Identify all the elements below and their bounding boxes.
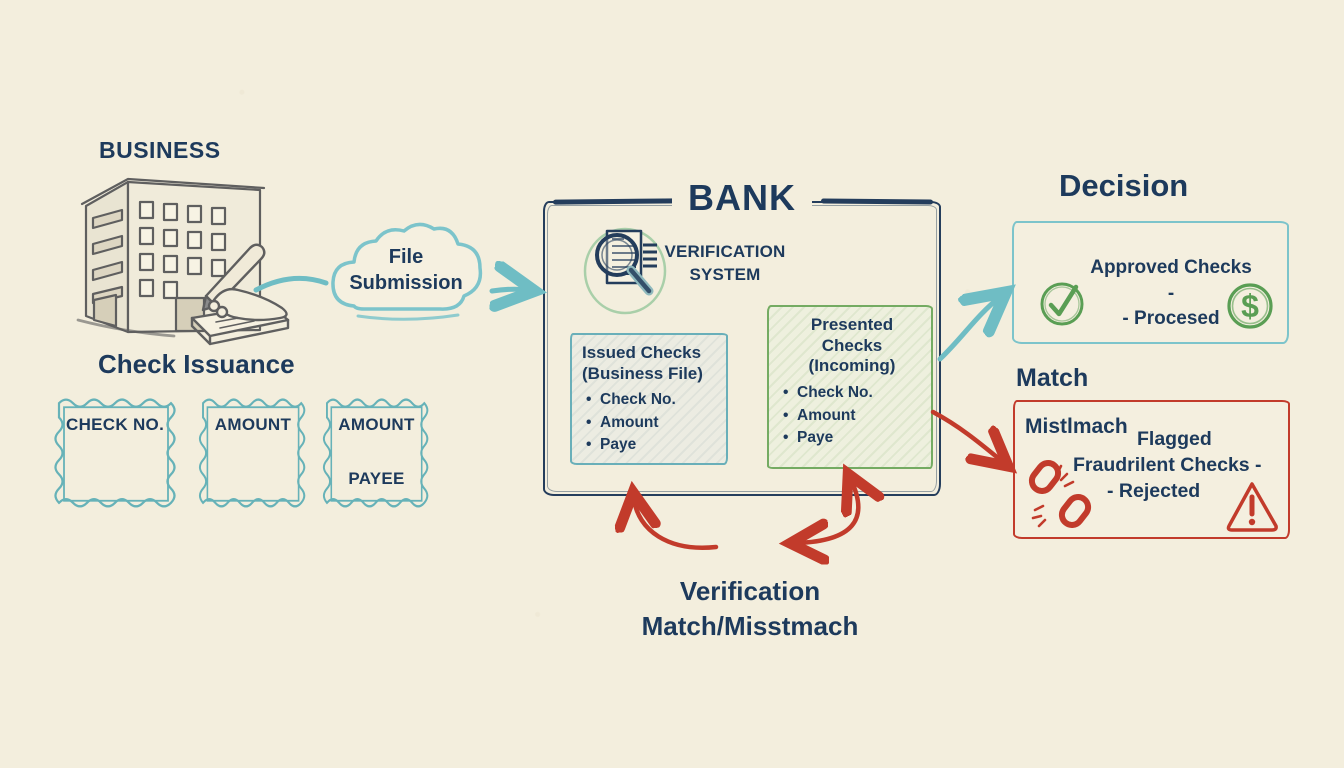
bank-border-brush-left <box>552 198 682 205</box>
verification-match-line1: Verification <box>679 576 821 606</box>
bank-box: BANK VERIFICATION SYSTEM Issued Checks (… <box>543 177 941 496</box>
presented-checks-list: Check No. Amount Paye <box>779 382 925 450</box>
check-field-amount-payee: AMOUNT PAYEE <box>320 393 433 515</box>
approved-line2: - Procesed <box>1122 308 1220 330</box>
presented-title-line1: Presented <box>810 315 894 334</box>
business-building-icon <box>76 177 290 346</box>
check-field-amount: AMOUNT <box>196 393 310 515</box>
wavy-border <box>54 398 176 508</box>
list-item: Paye <box>779 427 925 450</box>
flagged-line3: - Rejected <box>1107 480 1201 502</box>
wavy-border <box>198 398 306 508</box>
presented-title-line3: (Incoming) <box>808 356 896 376</box>
wavy-border <box>322 398 429 508</box>
presented-title-line2: Checks <box>821 335 883 355</box>
cloud-icon <box>331 222 483 321</box>
issued-checks-list: Check No. Amount Paye <box>582 389 720 457</box>
check-field-check-no: CHECK NO. <box>51 393 181 515</box>
dollar-circle-icon: $ <box>1227 283 1273 329</box>
verification-system-label: VERIFICATION SYSTEM <box>657 241 793 287</box>
magnifier-document-icon <box>583 227 667 315</box>
business-label: BUSINESS <box>99 137 221 163</box>
match-label: Match <box>1016 364 1089 392</box>
warning-triangle-icon <box>1226 482 1278 532</box>
check-field-label: AMOUNT <box>214 415 292 434</box>
flagged-line1: Flagged <box>1137 428 1212 450</box>
list-item: Paye <box>582 434 720 457</box>
arrow-cloud-to-bank <box>492 289 527 291</box>
issued-checks-box: Issued Checks (Business File) Check No. … <box>570 333 728 465</box>
issued-title-line1: Issued Checks <box>582 343 702 362</box>
file-submission-cloud: File Submission <box>320 216 492 332</box>
list-item: Amount <box>779 405 925 428</box>
cloud-label-line1: File <box>388 246 424 268</box>
broken-chain-icon <box>1028 460 1092 528</box>
verification-match-line2: Match/Misstmach <box>641 611 859 642</box>
bank-title: BANK <box>672 177 812 219</box>
presented-checks-box: Presented Checks (Incoming) Check No. Am… <box>767 305 933 469</box>
rejected-checks-box: Mistlmach Flagged Fraudrilent Checks - -… <box>1013 400 1290 539</box>
issued-checks-title: Issued Checks (Business File) <box>582 343 720 384</box>
list-item: Check No. <box>582 389 720 412</box>
verification-match-label: Verification Match/Misstmach <box>600 574 900 644</box>
approved-checks-box: Approved Checks - - Procesed $ <box>1012 221 1289 344</box>
cloud-label: File Submission <box>320 244 492 296</box>
check-issuance-label: Check Issuance <box>98 349 295 379</box>
approved-checks-label: Approved Checks - - Procesed <box>1086 255 1256 332</box>
approved-line1: Approved Checks - <box>1090 257 1252 304</box>
list-item: Amount <box>582 412 720 435</box>
check-field-label2: PAYEE <box>348 469 405 488</box>
bank-border-brush-right <box>820 198 934 205</box>
list-item: Check No. <box>779 382 925 405</box>
cloud-label-line2: Submission <box>349 272 463 294</box>
arrow-bank-to-rejected <box>930 409 1003 462</box>
check-field-label: CHECK NO. <box>66 415 165 434</box>
verification-system-line2: SYSTEM <box>689 264 761 284</box>
signing-hand-icon <box>190 243 290 346</box>
issued-title-line2: (Business File) <box>582 363 703 383</box>
arrow-verification-left <box>634 499 719 550</box>
svg-text:$: $ <box>1241 288 1259 324</box>
check-circle-icon <box>1040 282 1084 326</box>
flagged-line2: Fraudrilent Checks - <box>1073 454 1262 476</box>
arrow-bank-to-approved <box>937 297 1000 362</box>
verification-system-line1: VERIFICATION <box>664 242 786 261</box>
decision-title: Decision <box>1059 168 1189 203</box>
mismatch-label: Mistlmach <box>1025 415 1128 438</box>
presented-checks-title: Presented Checks (Incoming) <box>779 315 925 377</box>
check-field-label: AMOUNT <box>338 415 415 434</box>
